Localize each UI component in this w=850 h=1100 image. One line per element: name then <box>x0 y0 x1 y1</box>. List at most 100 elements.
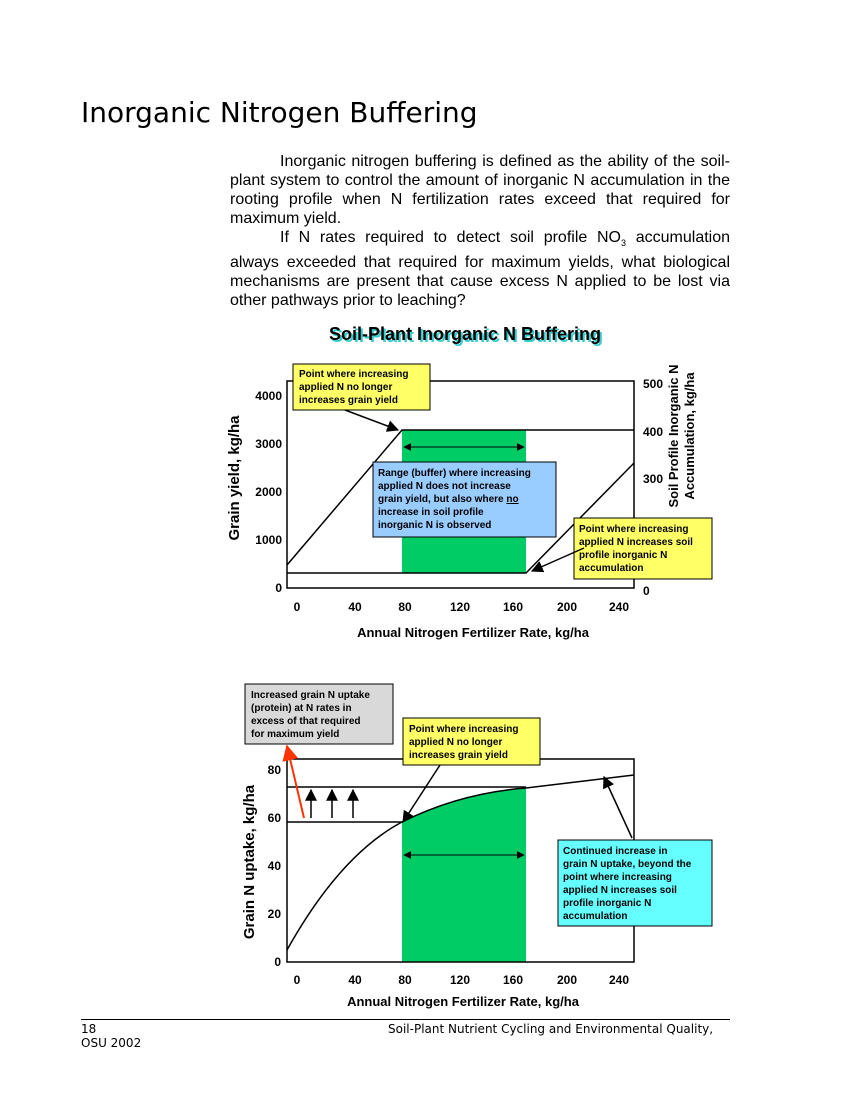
callout-line-start: grain yield, but also where <box>378 494 506 505</box>
chart-2-callout-yellow: Point where increasing applied N no long… <box>409 724 518 761</box>
chart-1-right-axis-label-line1: Soil Profile Inorganic N <box>666 364 681 507</box>
no3-subscript: 3 <box>621 238 627 249</box>
callout-line: increase in soil profile <box>378 507 484 518</box>
chart-1-callout-range: Range (buffer) where increasing applied … <box>378 468 531 531</box>
running-footer-title: Soil-Plant Nutrient Cycling and Environm… <box>388 1022 714 1036</box>
chart-1-callout-top-pointer <box>344 409 400 432</box>
x-tick: 40 <box>348 973 362 987</box>
callout-line: grain yield, but also where no <box>378 494 519 505</box>
chart-1-callout-range-box <box>372 461 557 538</box>
callout-line: applied N no longer <box>409 737 502 748</box>
x-tick: 0 <box>294 973 301 987</box>
chart-2-buffer-region <box>402 788 526 962</box>
chart-1-grain-yield-line <box>286 429 634 566</box>
y-tick: 3000 <box>255 437 282 451</box>
callout-line: accumulation <box>579 563 643 574</box>
paragraph-2-text-b: accumulation always exceeded that requir… <box>230 229 731 310</box>
callout-line: applied N does not increase <box>378 481 511 492</box>
callout-line: (protein) at N rates in <box>251 703 352 714</box>
chart-1-y-ticks-right: 0 300 400 500 <box>643 377 663 598</box>
chart-2-callout-gray-box <box>244 683 394 745</box>
callout-line: Point where increasing <box>299 369 408 380</box>
callout-line: applied N increases soil <box>563 885 677 896</box>
chart-2-y-axis-label: Grain N uptake, kg/ha <box>241 784 258 939</box>
chart-2-x-ticks: 0 40 80 120 160 200 240 <box>294 973 630 987</box>
y-tick: 1000 <box>255 533 282 547</box>
chart-1-callout-right-pointer <box>530 547 585 573</box>
chart-1-x-axis-label: Annual Nitrogen Fertilizer Rate, kg/ha <box>357 625 590 640</box>
callout-line: for maximum yield <box>251 729 339 740</box>
callout-line: accumulation <box>563 911 627 922</box>
callout-line: Range (buffer) where increasing <box>378 468 531 479</box>
callout-line: applied N increases soil <box>579 537 693 548</box>
chart-2-red-arrow <box>282 744 305 819</box>
x-tick: 80 <box>398 600 412 614</box>
chart-1-y-ticks-left: 0 1000 2000 3000 4000 <box>255 389 282 595</box>
chart-1-plot-frame <box>286 380 635 589</box>
callout-line: increases grain yield <box>299 395 398 406</box>
callout-line: Point where increasing <box>409 724 518 735</box>
x-tick: 120 <box>450 600 470 614</box>
chart-2-callout-yellow-box <box>402 717 541 766</box>
chart-1-x-ticks: 0 40 80 120 160 200 240 <box>294 600 630 614</box>
y-tick: 40 <box>268 859 282 873</box>
chart-1-buffering: Soil-Plant Inorganic N Buffering Soil-Pl… <box>226 324 713 640</box>
chart-2-callout-yellow-pointer <box>402 764 441 824</box>
x-tick: 80 <box>398 973 412 987</box>
chart-2-callout-cyan-pointer <box>603 775 633 839</box>
callout-line: grain N uptake, beyond the <box>563 859 692 870</box>
y-tick: 80 <box>268 763 282 777</box>
paragraph-2-text-a: If N rates required to detect soil profi… <box>280 229 621 246</box>
y-tick: 2000 <box>255 485 282 499</box>
x-tick: 200 <box>557 973 577 987</box>
x-tick: 200 <box>557 600 577 614</box>
page-title: Inorganic Nitrogen Buffering <box>81 96 478 129</box>
chart-1-title: Soil-Plant Inorganic N Buffering <box>329 324 601 344</box>
chart-2-callout-cyan: Continued increase in grain N uptake, be… <box>563 846 692 922</box>
x-tick: 240 <box>609 973 629 987</box>
x-tick: 160 <box>503 973 523 987</box>
x-tick: 120 <box>450 973 470 987</box>
page-number: 18 <box>81 1022 97 1036</box>
x-tick: 40 <box>348 600 362 614</box>
callout-line: applied N no longer <box>299 382 392 393</box>
y-tick-right: 500 <box>643 377 663 391</box>
callout-no-underlined: no <box>506 494 518 505</box>
callout-line: profile inorganic N <box>579 550 667 561</box>
footer-source: OSU 2002 <box>81 1036 142 1050</box>
paragraph-1: Inorganic nitrogen buffering is defined … <box>230 152 730 228</box>
chart-2-grain-n-uptake: 0 40 80 120 160 200 240 0 20 40 60 80 An… <box>241 683 713 1009</box>
x-tick: 160 <box>503 600 523 614</box>
chart-1-callout-top-box <box>292 363 431 411</box>
y-tick: 0 <box>274 955 281 969</box>
chart-1-right-axis-label-line2: Accumulation, kg/ha <box>682 372 697 500</box>
callout-line: Point where increasing <box>579 524 688 535</box>
chart-1-callout-top: Point where increasing applied N no long… <box>299 369 408 406</box>
callout-line: inorganic N is observed <box>378 520 491 531</box>
chart-2-callout-cyan-box <box>557 839 713 927</box>
chart-1-callout-right: Point where increasing applied N increas… <box>579 524 693 574</box>
y-tick: 0 <box>275 581 282 595</box>
chart-2-x-axis-label: Annual Nitrogen Fertilizer Rate, kg/ha <box>347 994 580 1009</box>
chart-1-y-axis-label: Grain yield, kg/ha <box>226 415 243 541</box>
chart-1-soil-n-line <box>287 462 635 574</box>
callout-line: excess of that required <box>251 716 360 727</box>
chart-1-callout-right-box <box>573 517 713 580</box>
callout-line: point where increasing <box>563 872 672 883</box>
chart-2-y-ticks: 0 20 40 60 80 <box>268 763 282 969</box>
y-tick-right: 300 <box>643 472 663 486</box>
y-tick: 20 <box>268 907 282 921</box>
callout-line: Increased grain N uptake <box>251 690 370 701</box>
x-tick: 0 <box>294 600 301 614</box>
chart-2-uptake-curve <box>286 774 635 951</box>
y-tick: 4000 <box>255 389 282 403</box>
callout-line: Continued increase in <box>563 846 667 857</box>
callout-line: profile inorganic N <box>563 898 651 909</box>
y-tick: 60 <box>268 811 282 825</box>
paragraph-2: If N rates required to detect soil profi… <box>230 228 730 310</box>
callout-line: increases grain yield <box>409 750 508 761</box>
footer-rule <box>81 1019 730 1020</box>
y-tick-right: 0 <box>643 584 650 598</box>
y-tick-right: 400 <box>643 425 663 439</box>
paragraph-1-text: Inorganic nitrogen buffering is defined … <box>230 153 730 227</box>
